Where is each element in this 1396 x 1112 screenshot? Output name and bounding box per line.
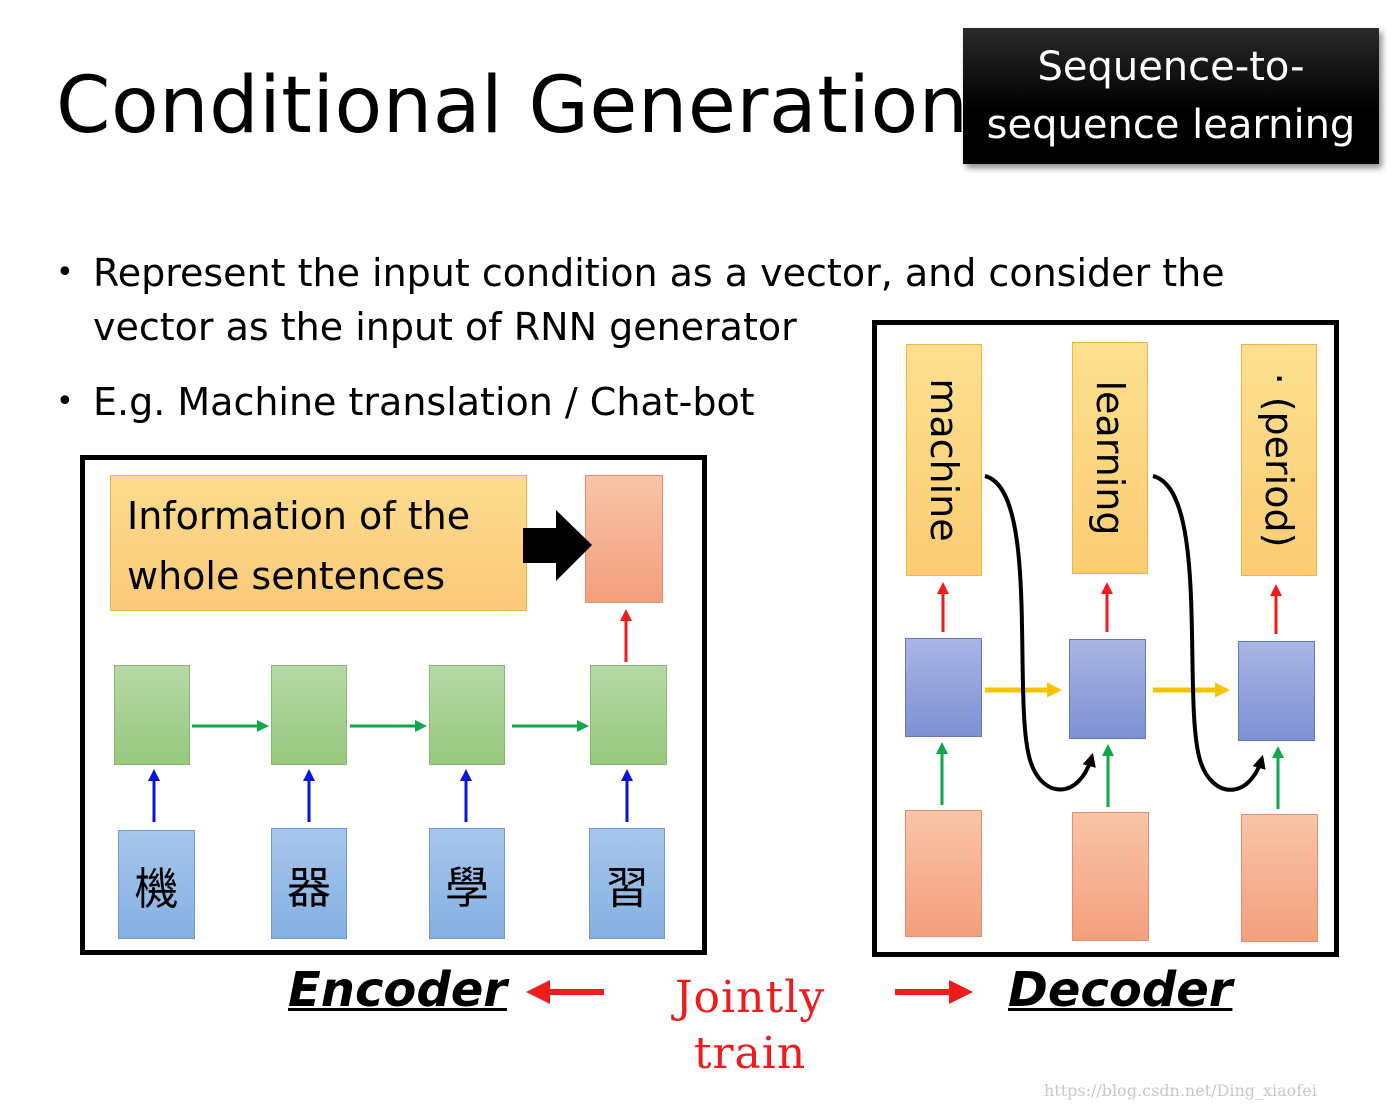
decoder-label: Decoder [1008, 962, 1233, 1018]
decoder-output-1: machine [906, 344, 982, 576]
decoder-output-2: learning [1072, 342, 1148, 574]
jointly-line-2: train [693, 1028, 807, 1079]
watermark: https://blog.csdn.net/Ding_xiaofei [1044, 1081, 1317, 1100]
jointly-train-label: Jointly train [650, 970, 850, 1082]
decoder-input-1 [905, 810, 982, 937]
bullet-dot-icon: • [56, 255, 74, 290]
block-arrow-icon [523, 510, 592, 581]
decoder-input-3 [1241, 814, 1318, 942]
slide-title: Conditional Generation [56, 61, 969, 151]
feedback-arrow-1 [984, 474, 1096, 792]
encoder-label: Encoder [288, 962, 507, 1018]
decoder-output-3: · (period) [1241, 344, 1317, 576]
decoder-input-2 [1072, 812, 1149, 941]
encoder-input-3: 學 [429, 828, 505, 939]
encoder-input-2: 器 [271, 828, 347, 939]
decoder-frame [872, 320, 1339, 957]
bullet-dot-icon: • [56, 384, 74, 419]
bullet-1-line-2: vector as the input of RNN generator [93, 305, 797, 349]
info-line-1: Information of the [127, 494, 471, 538]
encoder-input-1: 機 [118, 830, 195, 939]
tag-line-2: sequence learning [986, 102, 1356, 148]
decoder-rnn-cell-1 [905, 638, 982, 737]
decoder-rnn-cell-3 [1238, 641, 1315, 741]
encoder-rnn-cell-1 [114, 665, 190, 765]
seq2seq-tag: Sequence-to- sequence learning [963, 28, 1379, 164]
bullet-2-line-1: E.g. Machine translation / Chat-bot [93, 380, 755, 424]
encoder-input-4: 習 [589, 828, 665, 939]
encoder-rnn-cell-2 [271, 665, 347, 765]
feedback-arrow-2 [1152, 474, 1266, 792]
tag-line-1: Sequence-to- [1037, 44, 1305, 90]
jointly-line-1: Jointly [674, 972, 826, 1023]
encoder-output-vector [585, 475, 663, 603]
encoder-frame [80, 455, 707, 955]
decoder-rnn-cell-2 [1069, 639, 1146, 739]
bullet-1-line-1: Represent the input condition as a vecto… [93, 251, 1225, 295]
encoder-rnn-cell-4 [590, 665, 667, 765]
info-line-2: whole sentences [127, 554, 446, 598]
info-box: Information of the whole sentences [110, 475, 527, 611]
encoder-rnn-cell-3 [429, 665, 505, 765]
